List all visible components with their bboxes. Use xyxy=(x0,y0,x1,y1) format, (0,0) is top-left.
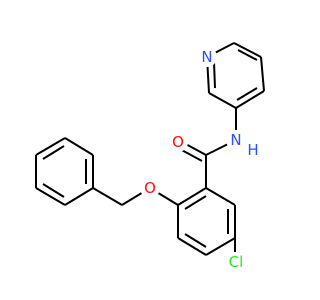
label-backdrop xyxy=(226,130,246,150)
bond xyxy=(42,183,65,198)
molecule-diagram: O N H N O Cl xyxy=(35,42,265,272)
label-backdrop xyxy=(197,47,217,67)
atom-label-o: O xyxy=(172,133,184,151)
atom-label-n: N xyxy=(201,48,212,66)
bond xyxy=(64,137,94,156)
bond xyxy=(177,237,207,256)
bond xyxy=(184,195,207,210)
bond xyxy=(208,92,237,109)
bond xyxy=(177,187,207,206)
label-backdrop xyxy=(222,252,250,272)
bond xyxy=(260,56,265,92)
bond xyxy=(184,233,207,248)
bond xyxy=(213,61,216,89)
atom-layer: O N H N O Cl xyxy=(140,47,259,272)
bond xyxy=(205,187,236,206)
label-backdrop xyxy=(168,132,188,152)
atom-o-carbonyl: O xyxy=(168,132,188,152)
atom-cl: Cl xyxy=(222,252,250,272)
atom-label-n: N xyxy=(230,131,241,149)
atom-n-amide: N H xyxy=(226,130,259,159)
bond xyxy=(42,145,65,160)
atom-n-pyridine: N xyxy=(197,47,217,67)
bond xyxy=(205,237,236,256)
bond xyxy=(35,187,66,206)
atom-o-ether: O xyxy=(140,178,160,198)
atom-label-cl: Cl xyxy=(229,253,244,271)
bond xyxy=(237,49,258,61)
bond xyxy=(236,87,258,101)
bond xyxy=(64,187,94,206)
bond-layer xyxy=(35,42,265,256)
bond xyxy=(92,187,123,206)
atom-label-o: O xyxy=(144,179,156,197)
label-backdrop xyxy=(140,178,160,198)
atom-label-h: H xyxy=(247,141,258,159)
bond xyxy=(233,42,262,58)
bond xyxy=(235,90,265,109)
bond xyxy=(35,137,66,156)
